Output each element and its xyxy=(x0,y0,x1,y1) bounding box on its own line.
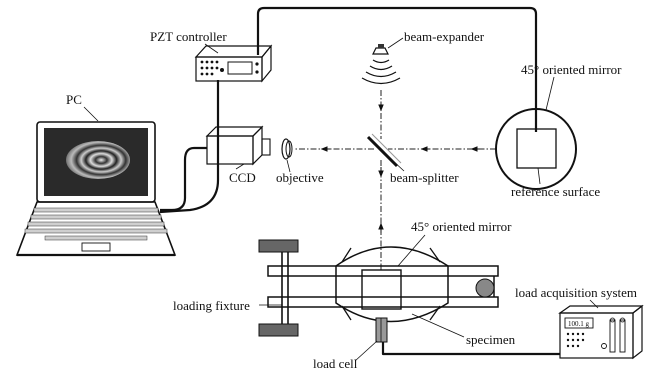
label-load-acquisition: load acquisition system xyxy=(515,285,637,300)
label-mirror-bottom: 45° oriented mirror xyxy=(411,219,512,234)
cable-pzt-to-pc xyxy=(159,80,220,214)
label-objective: objective xyxy=(276,170,324,185)
fixture-rail-bottom xyxy=(267,296,499,308)
label-reference-surface: reference surface xyxy=(511,184,600,199)
specimen-body xyxy=(335,246,449,323)
objective-lens xyxy=(281,138,293,160)
ccd-camera xyxy=(205,125,271,166)
label-ccd: CCD xyxy=(229,170,256,185)
fixture-block-bottom xyxy=(258,323,299,337)
pzt-controller xyxy=(194,44,273,83)
cable-pzt-to-reference xyxy=(256,6,538,132)
leader-objective xyxy=(286,159,291,173)
lcd-reading: 100.1 g xyxy=(568,320,590,328)
cable-ccd-to-pc xyxy=(160,146,207,212)
leader-mirror-bottom xyxy=(397,234,426,267)
leader-beam-splitter xyxy=(391,159,405,172)
loading-fixture-assembly xyxy=(258,239,499,343)
label-loading-fixture: loading fixture xyxy=(173,298,250,313)
mirror-bottom-on-specimen xyxy=(361,269,402,310)
label-pzt-controller: PZT controller xyxy=(150,29,227,44)
label-pc: PC xyxy=(66,92,82,107)
leader-ccd xyxy=(235,163,245,170)
label-beam-expander: beam-expander xyxy=(404,29,485,44)
label-load-cell: load cell xyxy=(313,356,358,371)
leader-pc xyxy=(83,106,99,122)
leader-load-acquisition xyxy=(589,299,599,309)
cables xyxy=(159,6,560,356)
leader-mirror-top xyxy=(545,76,555,111)
interference-fringe-image xyxy=(66,141,130,179)
leader-pzt-controller xyxy=(204,43,219,54)
roller-support xyxy=(475,278,495,298)
cable-loadcell-to-acquisition xyxy=(381,340,560,356)
label-mirror-top: 45° oriented mirror xyxy=(521,62,622,77)
beam-expander xyxy=(361,44,401,85)
fixture-block-top xyxy=(258,239,299,253)
optical-paths xyxy=(295,90,496,270)
leader-specimen xyxy=(411,313,465,338)
leader-load-cell xyxy=(354,340,378,362)
fixture-rail-top xyxy=(267,265,499,277)
laptop-pc xyxy=(15,121,177,257)
load-acquisition-device: 100.1 g xyxy=(558,304,644,360)
label-beam-splitter: beam-splitter xyxy=(390,170,459,185)
leader-reference-surface xyxy=(537,167,541,185)
label-specimen: specimen xyxy=(466,332,516,347)
leader-beam-expander xyxy=(387,37,404,49)
laptop-keyboard xyxy=(24,207,168,241)
beam-splitter xyxy=(366,133,402,168)
reference-surface-unit xyxy=(495,108,577,190)
lcd-display xyxy=(564,317,594,329)
load-cell xyxy=(375,317,388,343)
